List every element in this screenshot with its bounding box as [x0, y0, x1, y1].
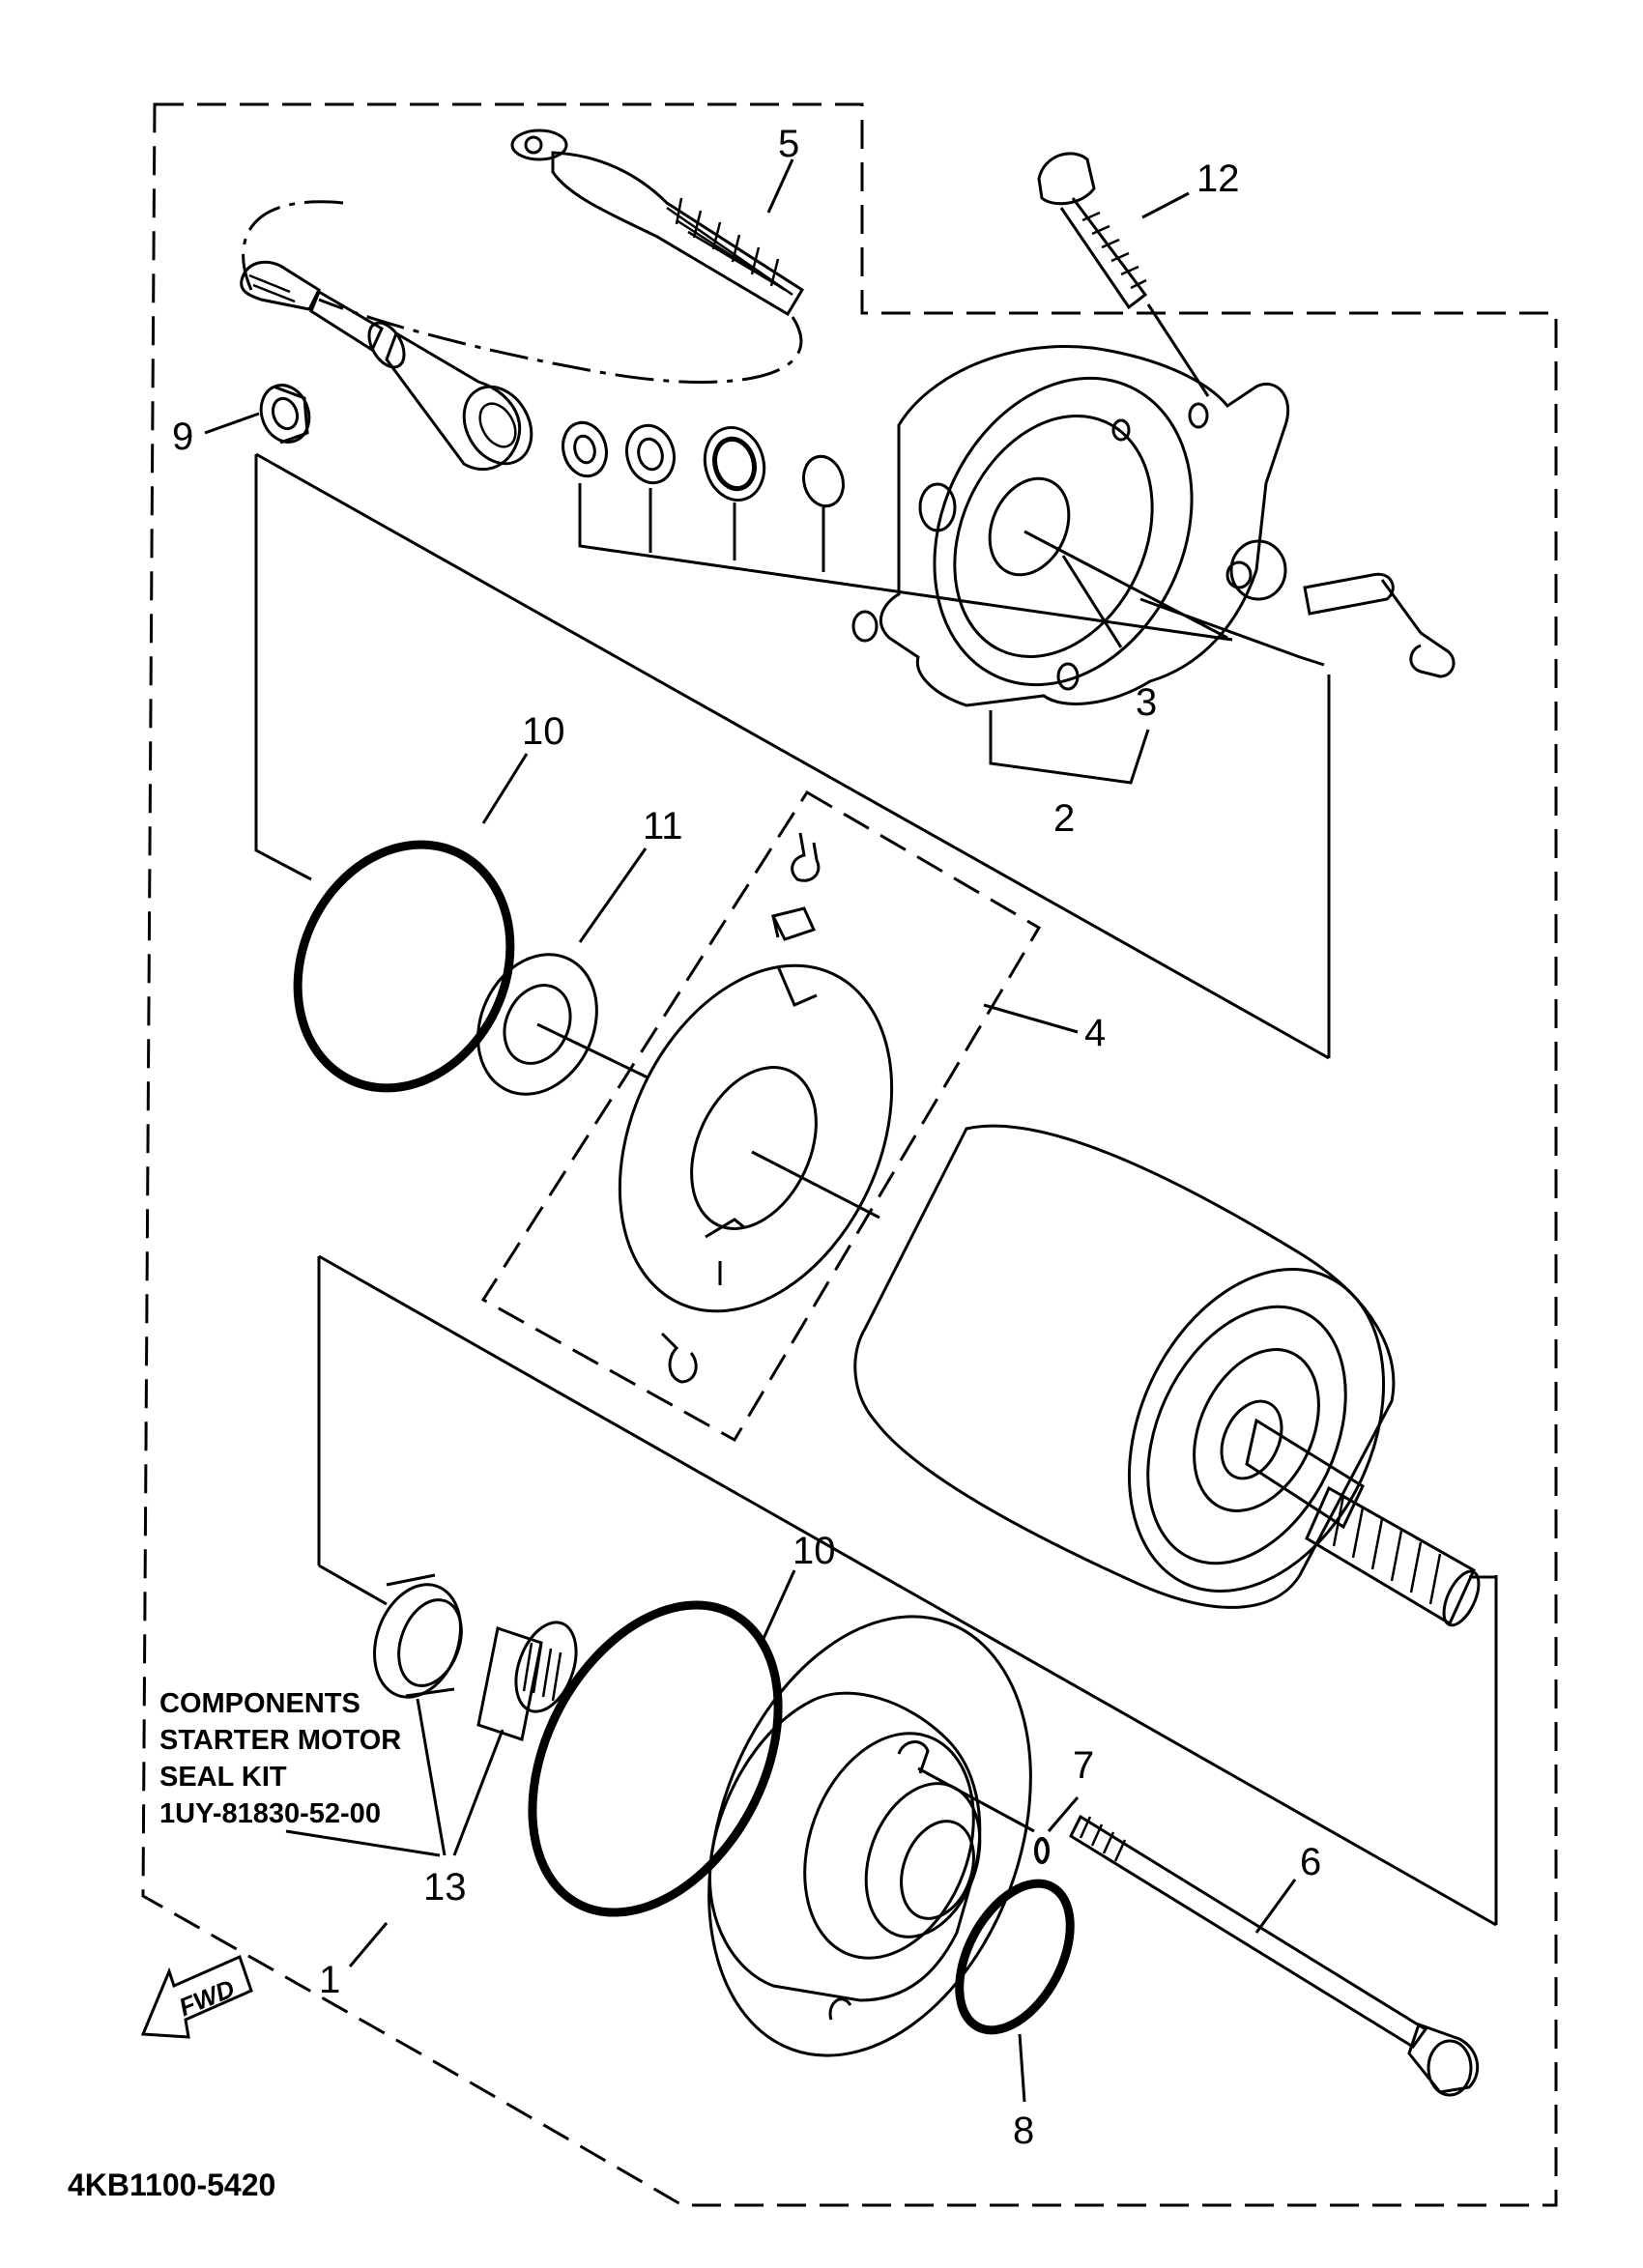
part-4-brush-plate: [618, 963, 894, 1313]
callout-7: 7: [1073, 1744, 1094, 1787]
washer-row-bracket: [578, 483, 1233, 642]
part-9-nut: [259, 384, 311, 445]
leader-4: [983, 1003, 1079, 1034]
callout-9: 9: [172, 416, 193, 458]
bracket-2: [989, 710, 1150, 785]
callout-4: 4: [1084, 1012, 1106, 1054]
part-2-rear-cover: [851, 345, 1290, 707]
lower-guide-lines: [317, 1254, 1498, 1927]
callout-1: 1: [319, 1959, 340, 2001]
assembly-boundary: [141, 102, 1558, 2207]
callout-12: 12: [1196, 158, 1240, 200]
guide-4: [751, 1150, 880, 1220]
yoke-assembly: [853, 1124, 1396, 1609]
part-6-through-bolt: [1069, 1814, 1480, 2097]
leader-10-upper: [481, 753, 529, 824]
fwd-arrow-icon: FWD: [140, 1954, 253, 2039]
callout-13: 13: [423, 1866, 467, 1909]
part-3-brush-holder: [1225, 539, 1456, 678]
leader-9: [204, 412, 260, 435]
leader-13b: [416, 1698, 447, 1856]
seal-kit-part-number: 1UY-81830-52-00: [159, 1798, 381, 1829]
callout-11: 11: [643, 805, 683, 847]
bracket-3: [1023, 530, 1325, 667]
callout-8: 8: [1013, 2110, 1034, 2152]
leader-11: [578, 847, 648, 943]
part-10-o-ring-lower: [528, 1600, 783, 1917]
leader-8: [1018, 2033, 1026, 2103]
callout-3: 3: [1136, 681, 1157, 724]
leader-10-lower: [760, 1569, 796, 1644]
guide-seal: [318, 1564, 388, 1606]
part-7-o-ring: [1034, 1837, 1050, 1864]
washer-row: [562, 420, 845, 508]
seal-kit-line-1: COMPONENTS: [159, 1688, 360, 1719]
leader-1: [348, 1922, 389, 1967]
callout-5: 5: [778, 123, 799, 165]
part-10-o-ring-upper: [293, 840, 515, 1093]
part-5-lead-wire: [510, 129, 805, 317]
callout-2: 2: [1053, 797, 1075, 840]
guide-7: [917, 1766, 1035, 1833]
part-4-spring-top: [791, 832, 821, 882]
drawing-number: 4KB1100-5420: [68, 2168, 275, 2202]
part-9-terminal-bolt-assembly: [240, 260, 533, 472]
part-8-o-ring: [955, 1879, 1075, 2035]
seal-kit-line-3: SEAL KIT: [159, 1762, 287, 1793]
leader-7: [1047, 1796, 1080, 1832]
leader-12-cover: [1146, 303, 1210, 397]
leader-seal-kit: [285, 1829, 441, 1857]
seal-kit-note: COMPONENTS STARTER MOTOR SEAL KIT 1UY-81…: [159, 1688, 401, 1829]
part-4-spring-bottom: [660, 1332, 698, 1384]
leader-12: [1141, 191, 1190, 219]
leader-6: [1254, 1879, 1297, 1934]
callout-10-lower: 10: [793, 1530, 836, 1572]
part-13-bearing: [476, 1621, 578, 1741]
part-4-brush: [770, 906, 817, 941]
part-4-kit-boundary: [480, 789, 1042, 1443]
part-12-bolt: [1037, 152, 1148, 310]
callout-6: 6: [1300, 1841, 1321, 1883]
leader-5: [766, 158, 794, 214]
part-13-oil-seal: [373, 1573, 463, 1699]
seal-kit-line-2: STARTER MOTOR: [159, 1725, 401, 1756]
leader-13a: [452, 1729, 504, 1856]
upper-guide-lines: [254, 452, 1331, 1060]
armature-shaft: [1245, 1418, 1481, 1627]
callout-10-upper: 10: [522, 710, 565, 753]
